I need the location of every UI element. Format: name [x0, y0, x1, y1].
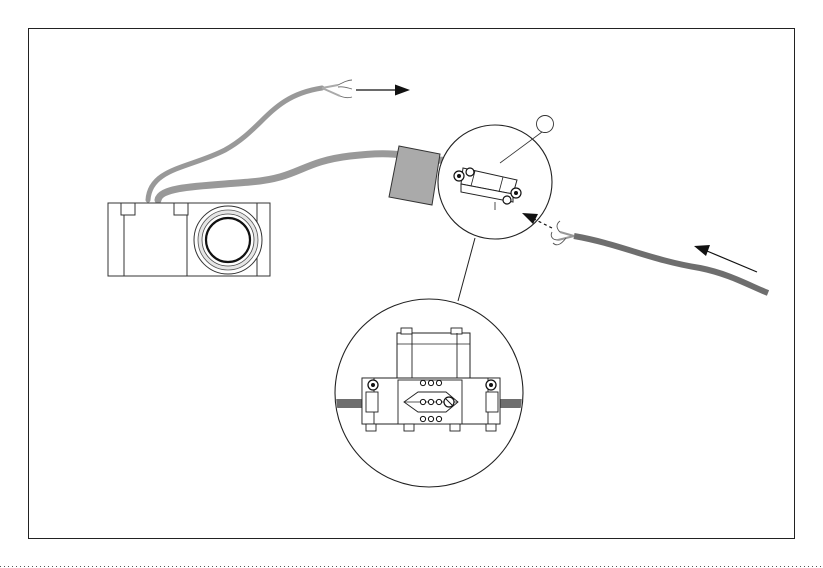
camera-module-icon: [108, 203, 270, 276]
callout-marker: [537, 116, 554, 133]
multi-core-cable-icon: [551, 221, 768, 293]
connector-top-view-icon: [330, 299, 535, 487]
crimp-connector-icon: [438, 125, 552, 239]
arrow-right-icon: [356, 85, 410, 96]
detail-leader: [458, 238, 475, 301]
